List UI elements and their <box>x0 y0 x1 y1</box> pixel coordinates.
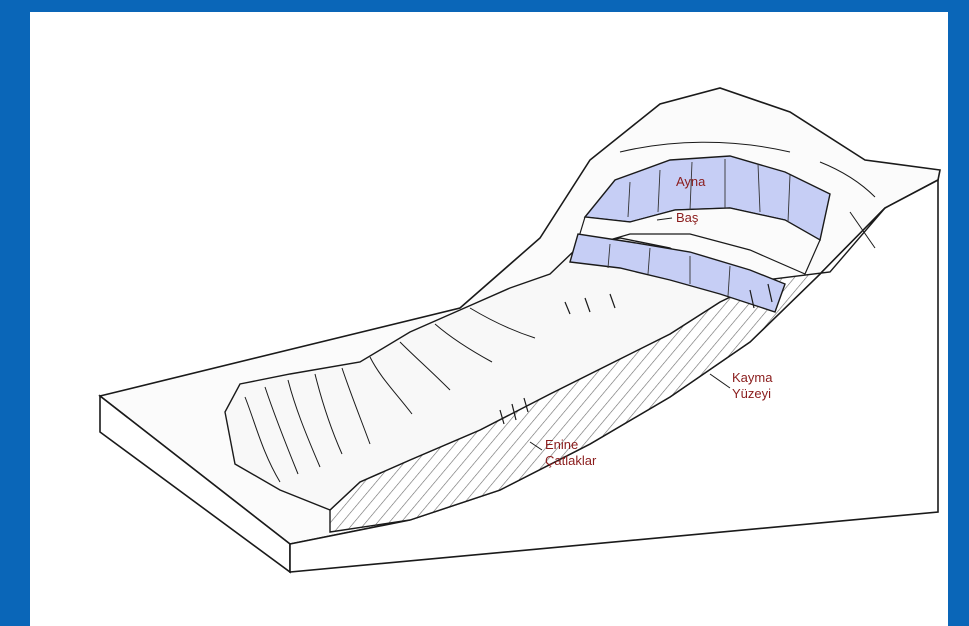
label-enine-catlaklar: Enine Çatlaklar <box>545 437 596 469</box>
label-kayma-yuzeyi: Kayma Yüzeyi <box>732 370 772 402</box>
label-ayna: Ayna <box>676 174 705 190</box>
landslide-block-diagram <box>30 12 948 626</box>
label-bas: Baş <box>676 210 698 226</box>
diagram-frame: Ayna Baş Kayma Yüzeyi Enine Çatlaklar <box>30 12 948 626</box>
label-enine-line1: Enine <box>545 437 596 453</box>
label-enine-line2: Çatlaklar <box>545 453 596 469</box>
label-kayma-line2: Yüzeyi <box>732 386 772 402</box>
label-kayma-line1: Kayma <box>732 370 772 386</box>
